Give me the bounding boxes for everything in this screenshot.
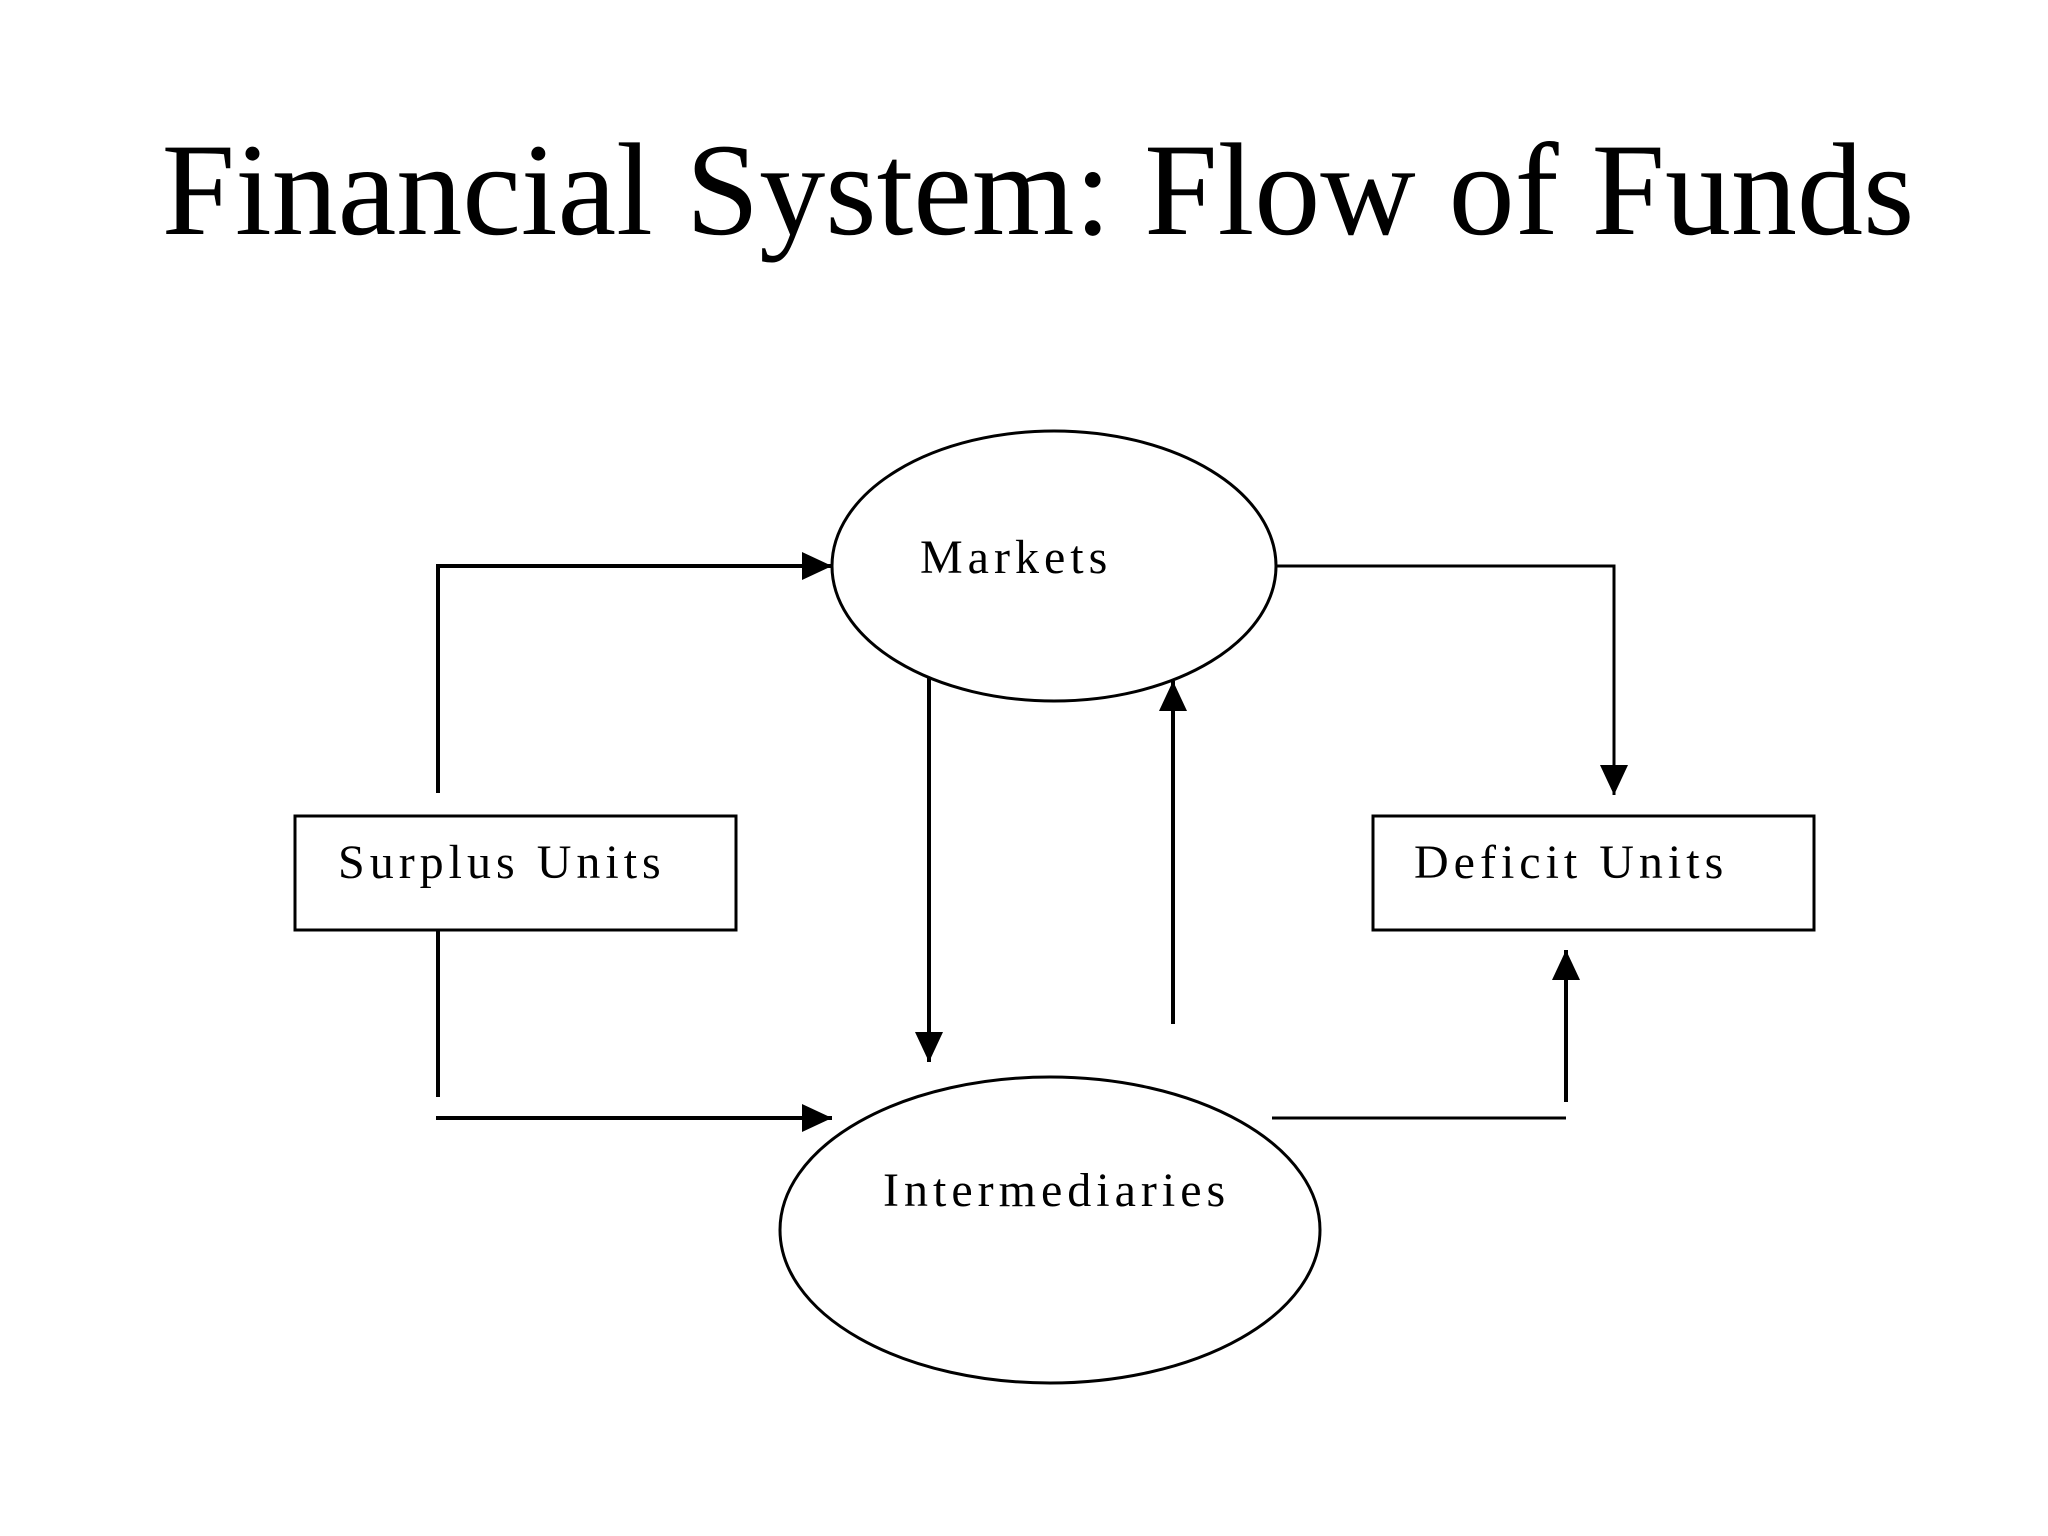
deficit-units-box <box>1371 814 1816 932</box>
intermediaries-label: Intermediaries <box>883 1164 1230 1217</box>
node-markets: Markets <box>830 429 1278 703</box>
edge-surplus-to-markets <box>436 552 832 793</box>
slide-title: Financial System: Flow of Funds <box>161 116 1915 263</box>
edge-markets-to-deficit <box>1277 564 1628 795</box>
node-intermediaries: Intermediaries <box>778 1075 1322 1385</box>
node-deficit-units: Deficit Units <box>1371 814 1816 932</box>
node-surplus-units: Surplus Units <box>293 814 738 932</box>
deficit-units-label: Deficit Units <box>1414 836 1728 889</box>
surplus-units-label: Surplus Units <box>338 836 666 889</box>
markets-label: Markets <box>920 531 1112 584</box>
surplus-units-box <box>293 814 738 932</box>
intermediaries-ellipse <box>778 1075 1322 1385</box>
